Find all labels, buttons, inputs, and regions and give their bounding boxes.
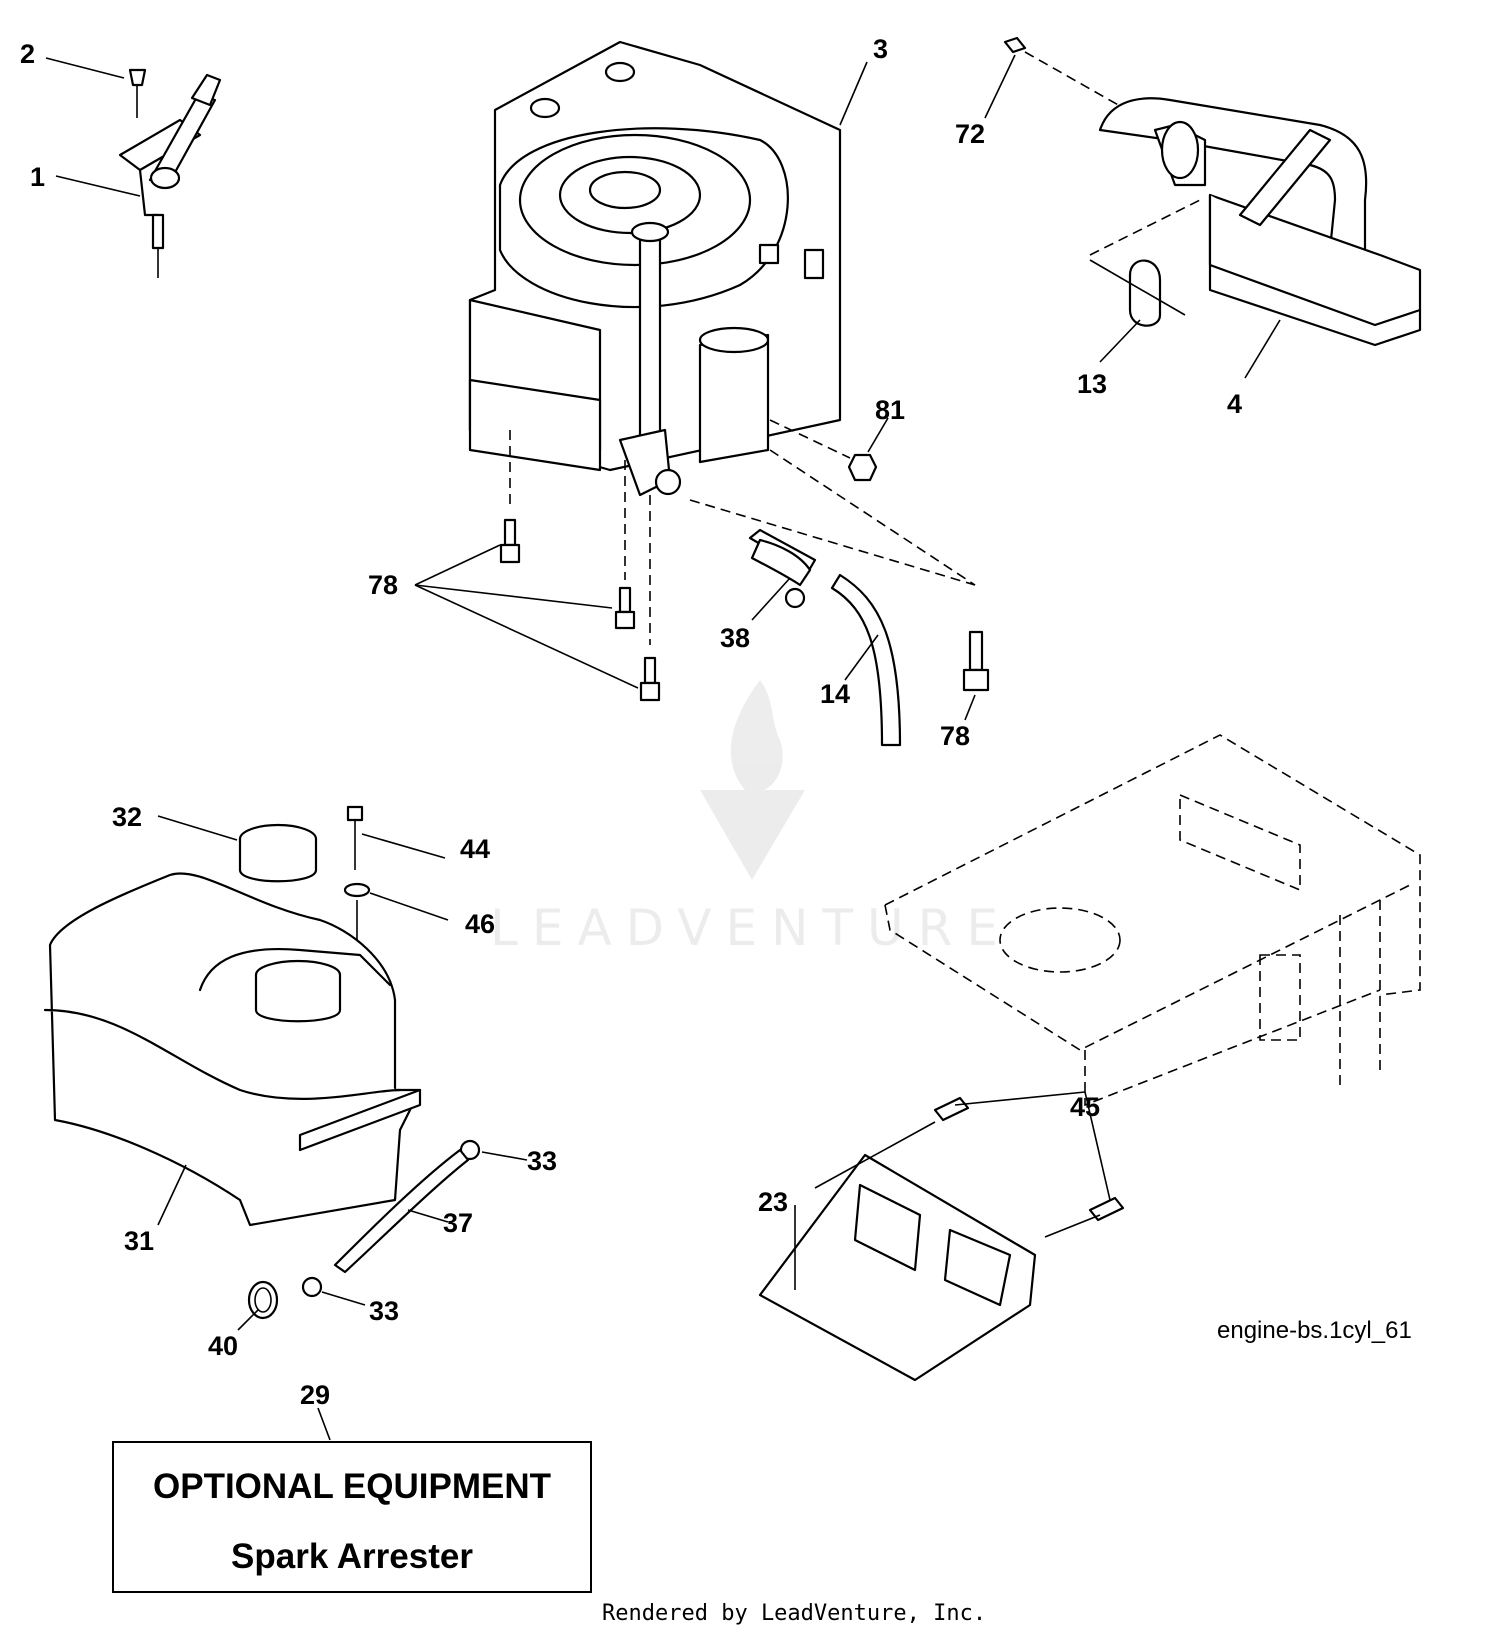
callout-23: 23 (758, 1187, 788, 1217)
optional-equipment-item: Spark Arrester (231, 1537, 473, 1576)
render-credit: Rendered by LeadVenture, Inc. (602, 1601, 986, 1626)
heat-shield-plate (758, 1096, 1125, 1382)
callout-2: 2 (20, 39, 35, 69)
callout-31: 31 (124, 1226, 154, 1256)
callout-13: 13 (1077, 369, 1107, 399)
callout-4: 4 (1227, 389, 1242, 419)
optional-equipment-box (112, 1441, 592, 1593)
callout-44: 44 (460, 834, 490, 864)
callout-78-left: 78 (368, 570, 398, 600)
callout-78-right: 78 (940, 721, 970, 751)
throttle-control-assembly (118, 68, 222, 278)
callout-72: 72 (955, 119, 985, 149)
callout-46: 46 (465, 909, 495, 939)
watermark-text: LEADVENTURE (490, 899, 1012, 957)
callout-45: 45 (1070, 1092, 1100, 1122)
optional-equipment-heading: OPTIONAL EQUIPMENT (153, 1467, 551, 1506)
fuel-hose-and-clamps (247, 1139, 481, 1320)
tractor-frame (884, 734, 1421, 1107)
fuel-tank (43, 872, 422, 1227)
callout-33-bottom: 33 (369, 1296, 399, 1326)
leadventure-watermark (700, 680, 805, 880)
engine (468, 40, 842, 497)
callout-38: 38 (720, 623, 750, 653)
callout-32: 32 (112, 802, 142, 832)
callout-1: 1 (30, 162, 45, 192)
callout-81: 81 (875, 395, 905, 425)
callout-29: 29 (300, 1380, 330, 1410)
fuel-filter-and-line (748, 528, 902, 747)
callout-3: 3 (873, 34, 888, 64)
nut-81 (769, 419, 878, 482)
callout-14: 14 (820, 679, 850, 709)
callout-37: 37 (443, 1208, 473, 1238)
diagram-reference: engine-bs.1cyl_61 (1217, 1317, 1412, 1344)
callout-40: 40 (208, 1331, 238, 1361)
muffler-assembly (1003, 36, 1422, 347)
engine-mount-bolts (499, 430, 990, 702)
callout-33-top: 33 (527, 1146, 557, 1176)
